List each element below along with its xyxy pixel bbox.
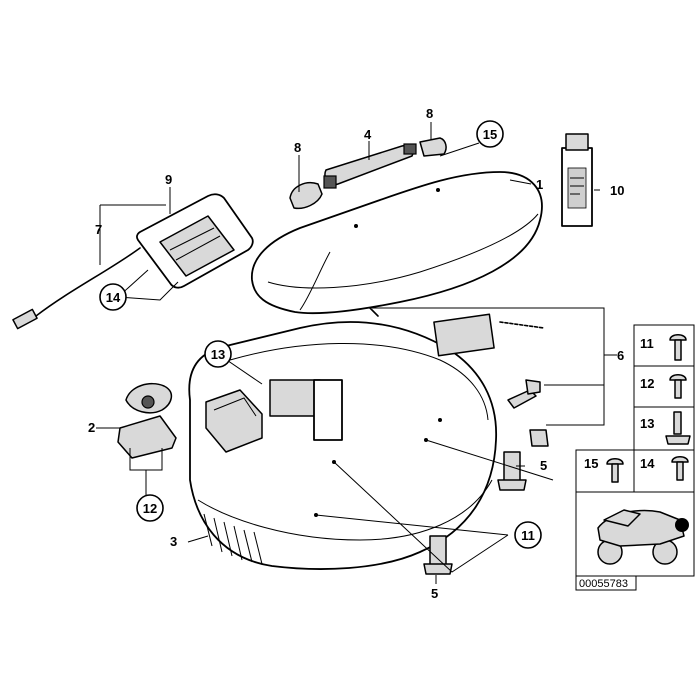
release-cable[interactable]	[12, 247, 141, 330]
callout-13: 13	[211, 347, 225, 362]
inner-bracket	[269, 379, 321, 417]
callout-11: 11	[521, 528, 535, 543]
motorcycle-icon	[597, 509, 689, 565]
body-vent-slots	[203, 513, 263, 565]
callout-8-left: 8	[294, 140, 301, 155]
callout-1: 1	[536, 177, 543, 192]
screw-11-icon	[669, 334, 687, 361]
inner-lock-housing	[313, 379, 343, 441]
case-lock[interactable]	[117, 382, 177, 459]
callout-13-circle	[204, 340, 232, 368]
callout-11-circle	[514, 521, 542, 549]
callout-10: 10	[610, 183, 624, 198]
screw-14-icon	[671, 456, 689, 481]
callout-7: 7	[95, 222, 102, 237]
legend-label-11: 11	[640, 336, 654, 351]
callout-14-circle	[99, 283, 127, 311]
handle-end-cap-right[interactable]	[419, 137, 447, 157]
callout-14: 14	[106, 290, 121, 305]
screw-15-icon	[606, 458, 624, 483]
lid-inner-panel[interactable]	[136, 193, 254, 289]
legend-label-12: 12	[640, 376, 654, 391]
case-body[interactable]	[188, 321, 497, 570]
screw-12-icon	[669, 374, 687, 399]
case-lid[interactable]	[251, 171, 543, 315]
callout-12-circle	[136, 494, 164, 522]
handle-end-cap-left[interactable]	[289, 182, 323, 210]
leader-lines	[96, 122, 617, 584]
mounting-bracket-right[interactable]	[497, 451, 527, 491]
callout-12: 12	[143, 501, 157, 516]
callout-9: 9	[165, 172, 172, 187]
callout-labels: 1 2 3 4 5 5 6 7 8 8 9 10 11 12 13 14 15	[88, 106, 624, 601]
reference-code: 00055783	[579, 578, 628, 590]
callout-15-circle	[476, 120, 504, 148]
carry-handle[interactable]	[323, 143, 417, 189]
legend-label-13: 13	[640, 416, 654, 431]
stud-13-icon	[665, 411, 691, 445]
legend-label-14: 14	[640, 456, 655, 471]
legend-label-15: 15	[584, 456, 598, 471]
lock-mechanism-kit[interactable]	[369, 307, 549, 447]
callout-5-bottom: 5	[431, 586, 438, 601]
callout-8-right: 8	[426, 106, 433, 121]
callout-4: 4	[364, 127, 372, 142]
fastener-legend: 11 12 13 15 14	[575, 324, 695, 493]
callout-3: 3	[170, 534, 177, 549]
callout-5-right: 5	[540, 458, 547, 473]
inner-pocket[interactable]	[205, 389, 263, 453]
callout-6: 6	[617, 348, 624, 363]
touch-up-paint-can[interactable]	[561, 133, 593, 227]
motorcycle-thumbnail: 00055783	[575, 491, 695, 591]
callout-15: 15	[483, 127, 497, 142]
callout-2: 2	[88, 420, 95, 435]
